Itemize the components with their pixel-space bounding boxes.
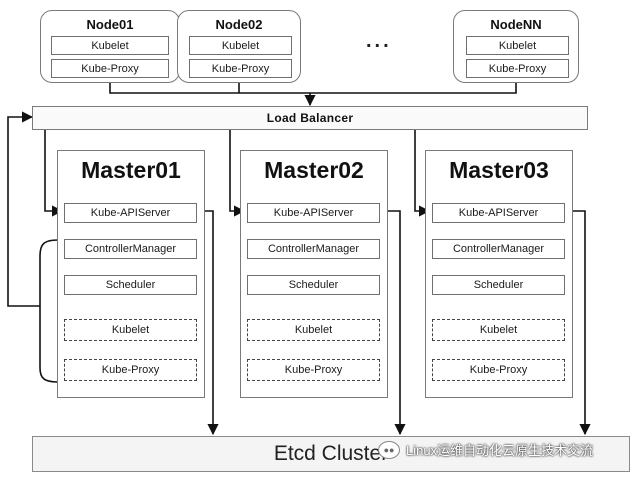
controller-manager-box: ControllerManager — [64, 239, 197, 259]
kube-proxy-box: Kube-Proxy — [432, 359, 565, 381]
master-02: Master02 Kube-APIServer ControllerManage… — [240, 150, 388, 398]
node-title: NodeNN — [490, 17, 542, 32]
watermark-text: Linux运维自动化云原生技术交流 — [406, 443, 594, 458]
watermark: ●● Linux运维自动化云原生技术交流 — [378, 440, 593, 459]
load-balancer: Load Balancer — [32, 106, 588, 130]
more-nodes-ellipsis: ... — [366, 30, 392, 52]
master01-to-lb-loop-arrow — [7, 111, 40, 307]
kubelet-box: Kubelet — [247, 319, 380, 341]
kube-proxy-box: Kube-Proxy — [51, 59, 169, 78]
kube-apiserver-box: Kube-APIServer — [432, 203, 565, 223]
node-title: Node01 — [86, 17, 134, 32]
master01-brace — [39, 239, 59, 383]
node-nn: NodeNN Kubelet Kube-Proxy — [453, 10, 579, 83]
kube-proxy-box: Kube-Proxy — [189, 59, 292, 78]
node-02: Node02 Kubelet Kube-Proxy — [177, 10, 301, 83]
kube-apiserver-box: Kube-APIServer — [64, 203, 197, 223]
kube-proxy-box: Kube-Proxy — [466, 59, 569, 78]
chat-icon: ●● — [378, 440, 400, 459]
kubelet-box: Kubelet — [432, 319, 565, 341]
kube-proxy-box: Kube-Proxy — [64, 359, 197, 381]
kubelet-box: Kubelet — [466, 36, 569, 55]
scheduler-box: Scheduler — [64, 275, 197, 295]
kubelet-box: Kubelet — [51, 36, 169, 55]
master-03: Master03 Kube-APIServer ControllerManage… — [425, 150, 573, 398]
controller-manager-box: ControllerManager — [432, 239, 565, 259]
master-title: Master02 — [264, 157, 364, 183]
kubelet-box: Kubelet — [189, 36, 292, 55]
scheduler-box: Scheduler — [247, 275, 380, 295]
node-01: Node01 Kubelet Kube-Proxy — [40, 10, 180, 83]
node01-to-lb-line — [109, 82, 310, 94]
master-title: Master01 — [81, 157, 181, 183]
master-title: Master03 — [449, 157, 549, 183]
lb-to-apiserver03-arrow — [414, 130, 431, 217]
etcd-cluster: Etcd Cluster — [32, 436, 630, 472]
kubelet-box: Kubelet — [64, 319, 197, 341]
master-01: Master01 Kube-APIServer ControllerManage… — [57, 150, 205, 398]
controller-manager-box: ControllerManager — [247, 239, 380, 259]
kube-proxy-box: Kube-Proxy — [247, 359, 380, 381]
nodenn-to-lb-line — [310, 82, 517, 94]
lb-to-apiserver02-arrow — [229, 130, 246, 217]
lb-to-apiserver01-arrow — [44, 130, 64, 217]
node-title: Node02 — [215, 17, 263, 32]
scheduler-box: Scheduler — [432, 275, 565, 295]
kube-apiserver-box: Kube-APIServer — [247, 203, 380, 223]
